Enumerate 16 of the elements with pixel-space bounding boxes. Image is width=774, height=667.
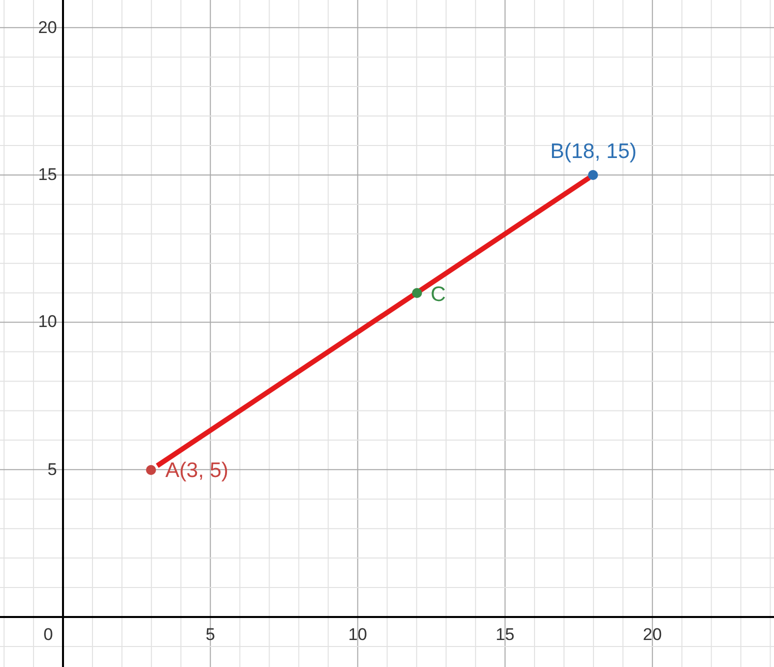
tick-label: 5: [46, 460, 57, 478]
point-label: C: [430, 284, 446, 305]
tick-label: 5: [204, 626, 216, 643]
point-label: A(3, 5): [165, 460, 228, 481]
tick-label: 0: [42, 626, 54, 643]
line-segment: [156, 176, 591, 468]
point-label: B(18, 15): [549, 140, 638, 162]
point: [412, 288, 422, 298]
tick-label: 10: [37, 313, 57, 330]
tick-label: 20: [642, 626, 663, 643]
tick-label: 15: [37, 166, 57, 183]
tick-label: 10: [347, 626, 368, 643]
point: [588, 170, 598, 180]
point: [146, 464, 156, 475]
tick-label: 15: [494, 626, 516, 643]
tick-label: 20: [37, 18, 57, 36]
